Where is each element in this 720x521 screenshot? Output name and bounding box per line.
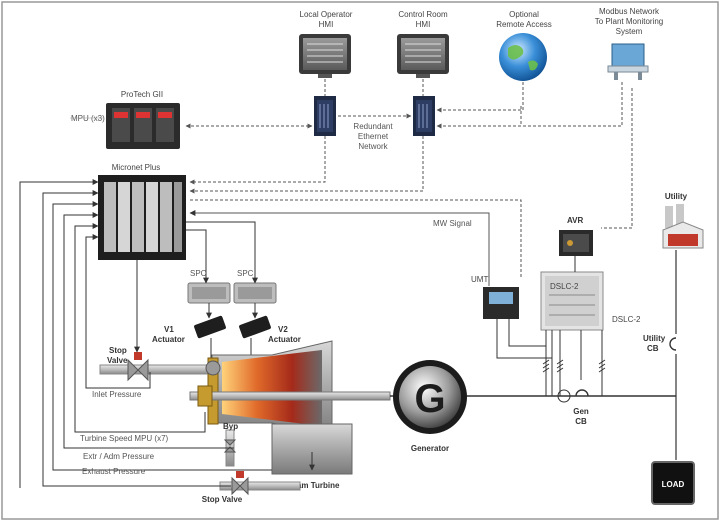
load-box [651, 461, 695, 505]
utility-label: Utility [665, 192, 688, 201]
gen-cb-symbol [575, 389, 589, 397]
feedback-links [19, 179, 272, 488]
dslc2-label: DSLC-2 [612, 315, 641, 324]
remote-access-label-2: Remote Access [496, 20, 552, 29]
spc1-label: SPC [190, 269, 207, 278]
stop-valve-top-label-1: Stop [109, 346, 127, 355]
workstation-icon [607, 43, 649, 80]
modbus-label-1: Modbus Network [599, 7, 660, 16]
micronet-rack [98, 175, 186, 260]
mw-signal-line [189, 210, 490, 286]
v1-label-2: Actuator [152, 335, 185, 344]
ct-pt-ticks [542, 359, 606, 373]
modbus-label-2: To Plant Monitoring [595, 17, 663, 26]
utility-plant-icon [662, 204, 704, 249]
control-hmi-label-2: HMI [416, 20, 431, 29]
bypass-label: Byp [223, 422, 238, 431]
remote-access-label-1: Optional [509, 10, 539, 19]
protech-device [106, 103, 180, 149]
utility-cb-symbol [669, 337, 677, 351]
mw-signal-label: MW Signal [433, 219, 472, 228]
gen-cb-label-1: Gen [573, 407, 589, 416]
spc-links [186, 221, 258, 319]
inlet-pressure-label: Inlet Pressure [92, 390, 142, 399]
stop-valve-bottom [231, 471, 249, 496]
steam-turbine [205, 340, 333, 438]
v2-actuator [239, 315, 271, 339]
v2-label-2: Actuator [268, 335, 301, 344]
protech-label: ProTech GII [121, 90, 163, 99]
spc2-device [233, 282, 277, 304]
v2-label-1: V2 [278, 325, 288, 334]
dslc2-panel-label: DSLC-2 [550, 282, 579, 291]
exhaust-pressure-label: Exhaust Pressure [82, 467, 146, 476]
umt-label: UMT [471, 275, 488, 284]
stop-valve-top [127, 352, 149, 382]
local-operator-hmi [299, 34, 351, 78]
redundant-label-2: Ethernet [358, 132, 389, 141]
extr-pressure-label: Extr / Adm Pressure [83, 452, 155, 461]
umt-meter [483, 287, 519, 319]
stop-valve-top-label-2: Valve [107, 356, 128, 365]
micronet-label: Micronet Plus [112, 163, 160, 172]
avr-label: AVR [567, 216, 584, 225]
turbine-shaft [189, 391, 391, 401]
spc2-label: SPC [237, 269, 254, 278]
v1-label-1: V1 [164, 325, 174, 334]
local-hmi-label-1: Local Operator [300, 10, 353, 19]
ethernet-switch-2 [413, 96, 435, 136]
dslc2-device [540, 271, 604, 331]
ct-symbol [557, 389, 571, 403]
spc1-device [187, 282, 231, 304]
utility-cb-label-1: Utility [643, 334, 666, 343]
generator-letter: G [414, 377, 445, 421]
bypass-valve [223, 439, 237, 453]
exhaust-hood [271, 423, 353, 475]
load-label: LOAD [662, 480, 685, 489]
control-room-hmi [397, 34, 449, 78]
control-hmi-label-1: Control Room [398, 10, 448, 19]
gen-cb-label-2: CB [575, 417, 587, 426]
globe-icon [499, 33, 547, 81]
utility-cb-label-2: CB [647, 344, 659, 353]
generator-label: Generator [411, 444, 449, 453]
avr-device [559, 230, 593, 256]
network-links [185, 79, 633, 278]
ethernet-switch-1 [314, 96, 336, 136]
v1-actuator [194, 315, 226, 339]
steam-turbine-label: Steam Turbine [285, 481, 341, 490]
redundant-label-3: Network [358, 142, 388, 151]
local-hmi-label-2: HMI [319, 20, 334, 29]
dslc-links [496, 256, 603, 396]
speed-wheel [197, 385, 213, 407]
turbine-speed-label: Turbine Speed MPU (x7) [80, 434, 169, 443]
stop-valve-bottom-label: Stop Valve [202, 495, 243, 504]
redundant-label-1: Redundant [353, 122, 393, 131]
modbus-label-3: System [616, 27, 643, 36]
generator [393, 360, 467, 434]
mpu-label: MPU (x3) [71, 114, 105, 123]
